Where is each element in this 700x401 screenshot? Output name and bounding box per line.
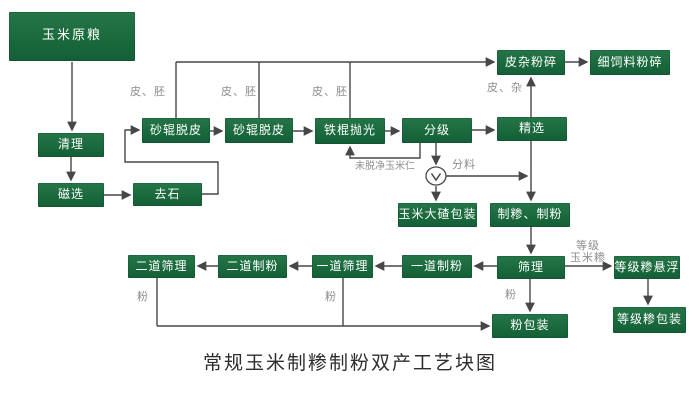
node-magnetic-separation: 磁选	[38, 183, 104, 207]
edge-unpeeled-return	[345, 143, 421, 159]
node-flour-packaging: 粉包装	[492, 314, 568, 338]
node-destoner: 去石	[133, 183, 202, 206]
node-second-flour-milling: 二道制粉	[218, 255, 287, 278]
edge-label-flour-mid: 粉	[325, 290, 337, 303]
edge-destoner-peeling1	[124, 125, 219, 195]
node-iron-roller-polishing: 铁棍抛光	[315, 118, 385, 144]
edge-label-material-split: 分料	[452, 158, 476, 171]
edge-label-husk-impurity: 皮、杂	[487, 81, 523, 94]
node-graded-grits-packaging: 等级糁包装	[613, 307, 686, 333]
node-corn-grits-packaging: 玉米大碴包装	[398, 203, 477, 227]
node-first-sieving: 一道筛理	[312, 255, 373, 278]
node-second-sieving: 二道筛理	[128, 255, 195, 278]
edge-label-graded-line1: 等级	[576, 239, 600, 252]
edge-label-husk-germ-1: 皮、胚	[130, 85, 166, 98]
edge-label-husk-germ-2: 皮、胚	[221, 85, 257, 98]
separator-valve-icon	[425, 166, 447, 186]
node-sand-roller-peeling-1: 砂辊脱皮	[142, 118, 210, 143]
node-fine-selection: 精选	[497, 117, 567, 141]
node-sand-roller-peeling-2: 砂辊脱皮	[225, 118, 293, 143]
node-grading: 分级	[402, 118, 472, 143]
node-sieving: 筛理	[497, 256, 565, 279]
node-husk-impurity-crushing: 皮杂粉碎	[497, 50, 565, 75]
node-raw-corn: 玉米原粮	[9, 12, 135, 61]
edge-label-flour-right: 粉	[505, 288, 517, 301]
node-cleaning: 清理	[38, 133, 104, 157]
diagram-title: 常规玉米制糁制粉双产工艺块图	[202, 352, 497, 374]
edge-label-flour-left: 粉	[137, 290, 149, 303]
node-fine-feed-crushing: 细饲料粉碎	[590, 50, 670, 75]
node-graded-grits-suspension: 等级糁悬浮	[614, 256, 680, 279]
node-first-flour-milling: 一道制粉	[402, 255, 472, 278]
edge-label-husk-germ-3: 皮、胚	[312, 85, 348, 98]
edge-label-unpeeled-kernel: 未脱净玉米仁	[355, 161, 415, 172]
edge-label-graded-line2: 玉米糁	[570, 250, 606, 264]
node-grits-flour-making: 制糁、制粉	[490, 203, 570, 227]
edge-label-graded-corn-grits: 等级 玉米糁	[566, 240, 610, 263]
